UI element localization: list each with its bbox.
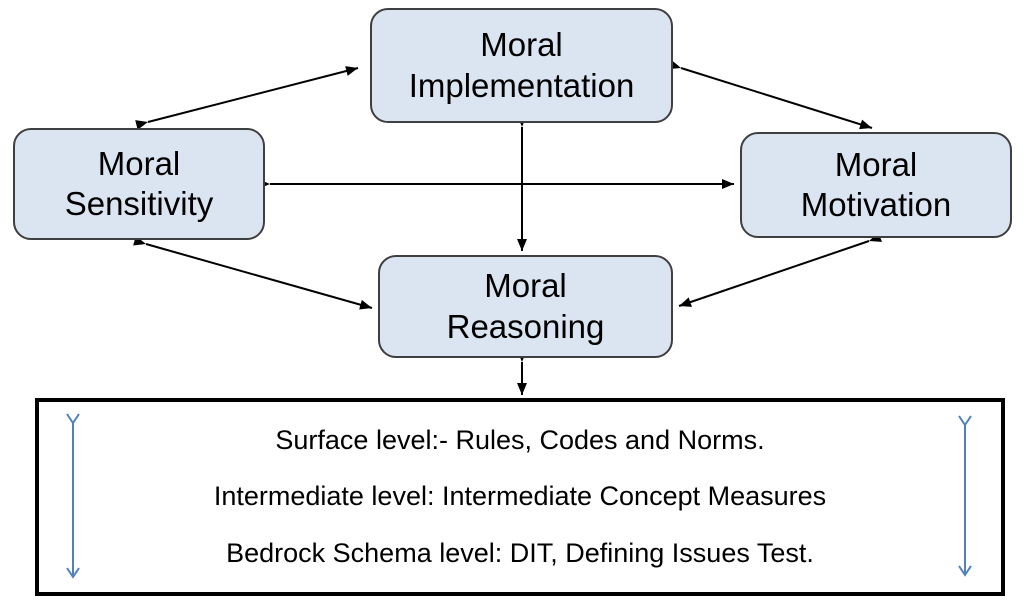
node-moral-sensitivity: Moral Sensitivity	[13, 128, 265, 240]
assessment-levels-box: Surface level:- Rules, Codes and Norms. …	[35, 398, 1005, 596]
bedrock-level-text: Bedrock Schema level: DIT, Defining Issu…	[226, 538, 814, 569]
node-moral-reasoning: Moral Reasoning	[378, 255, 673, 358]
arrow-sensitivity-implementation	[135, 66, 359, 130]
arrow-sensitivity-reasoning	[133, 235, 373, 310]
node-moral-implementation: Moral Implementation	[370, 8, 673, 123]
arrow-motivation-reasoning	[678, 232, 882, 307]
node-moral-motivation: Moral Motivation	[740, 132, 1012, 238]
arrow-implementation-motivation	[668, 59, 873, 130]
surface-level-text: Surface level:- Rules, Codes and Norms.	[275, 424, 765, 455]
intermediate-level-text: Intermediate level: Intermediate Concept…	[213, 481, 827, 512]
